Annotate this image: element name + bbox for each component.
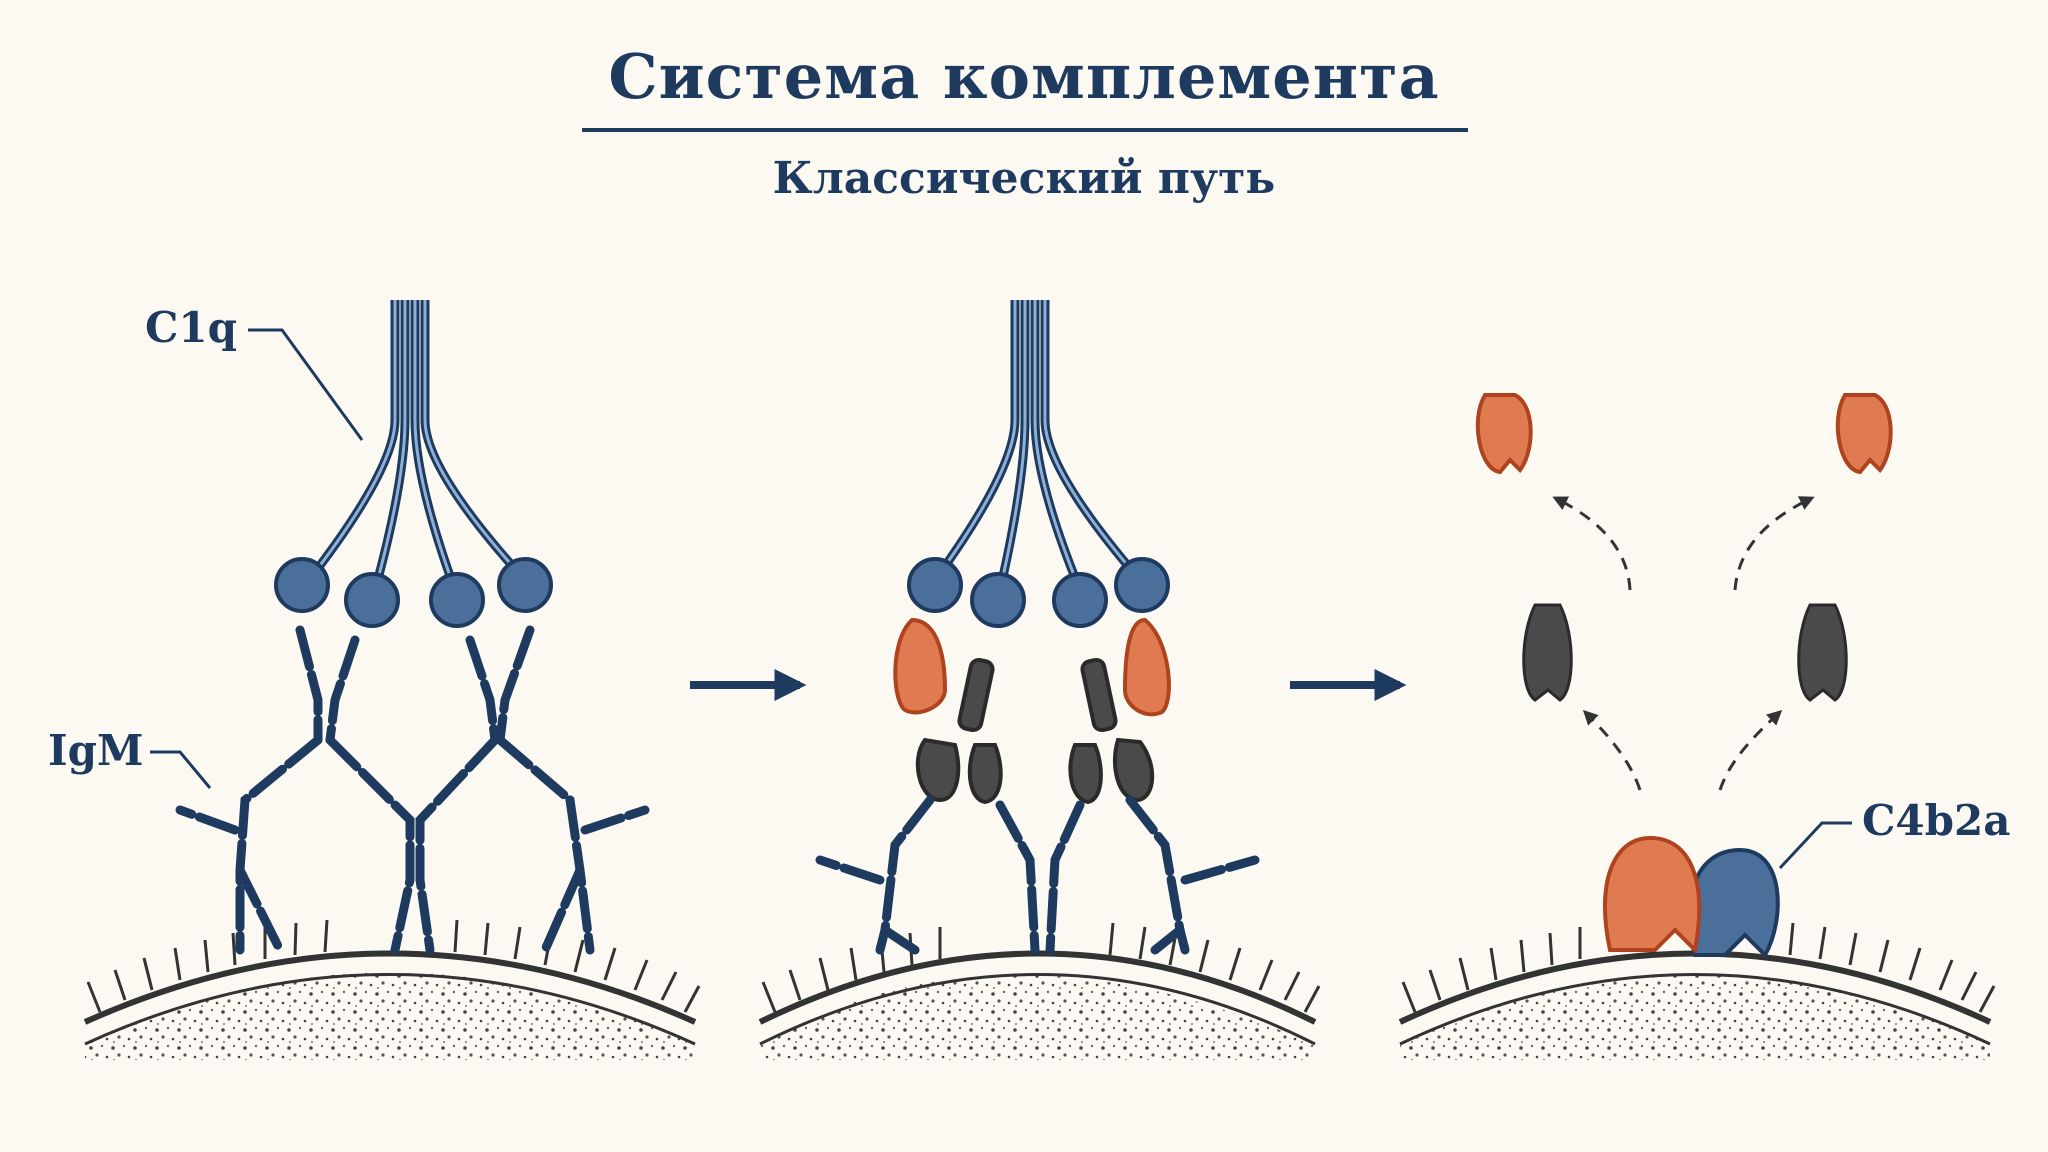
released-c4a-fragment — [1522, 603, 1848, 702]
label-igm: IgM — [48, 726, 212, 789]
cell-membrane-1 — [83, 919, 701, 1060]
title-divider — [582, 128, 1468, 132]
cell-membrane-2 — [758, 922, 1321, 1060]
released-c2b-fragment — [1475, 393, 1893, 475]
c1q-head — [274, 557, 553, 628]
c4b2a-complex — [1602, 835, 1780, 959]
igm-molecule-2 — [815, 795, 1260, 955]
igm-label: IgM — [48, 726, 144, 775]
panel-3: C4b2a — [1398, 393, 2010, 1060]
diagram-subtitle: Классический путь — [772, 153, 1276, 204]
diagram-title: Система комплемента — [608, 40, 1440, 113]
label-c1q: C1q — [145, 303, 364, 441]
label-c4b2a: C4b2a — [1778, 796, 2010, 870]
panel-1: C1q IgM — [48, 300, 701, 1060]
c1q-label: C1q — [145, 303, 237, 352]
cell-membrane-3 — [1398, 922, 1996, 1060]
c1s-subunit — [915, 657, 1155, 805]
c4b2a-label: C4b2a — [1862, 796, 2010, 845]
release-arrows — [1552, 496, 1815, 791]
igm-molecule-1 — [175, 625, 650, 955]
panel-2 — [758, 300, 1321, 1060]
c1r-subunit — [893, 617, 1171, 717]
